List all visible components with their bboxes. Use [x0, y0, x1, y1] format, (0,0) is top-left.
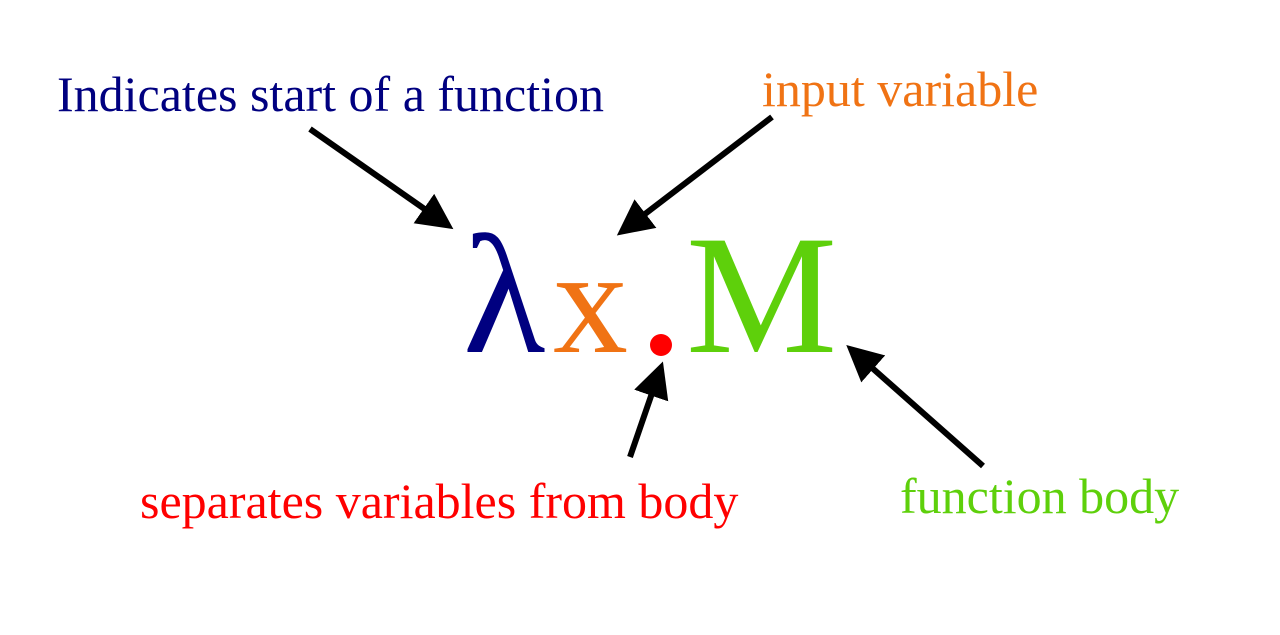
label-separator: separates variables from body [140, 473, 738, 529]
arrow-to-lambda [308, 126, 454, 230]
separator-dot [650, 334, 672, 356]
label-function-body: function body [900, 468, 1179, 524]
label-start-of-function: Indicates start of a function [57, 66, 604, 122]
arrow-to-separator [627, 361, 669, 458]
arrow-to-variable [616, 114, 774, 236]
arrow-to-body [846, 345, 985, 469]
lambda-symbol: λ [463, 201, 545, 389]
label-input-variable: input variable [762, 61, 1038, 117]
function-body-m: M [686, 201, 837, 389]
input-variable-x: x [553, 219, 628, 385]
